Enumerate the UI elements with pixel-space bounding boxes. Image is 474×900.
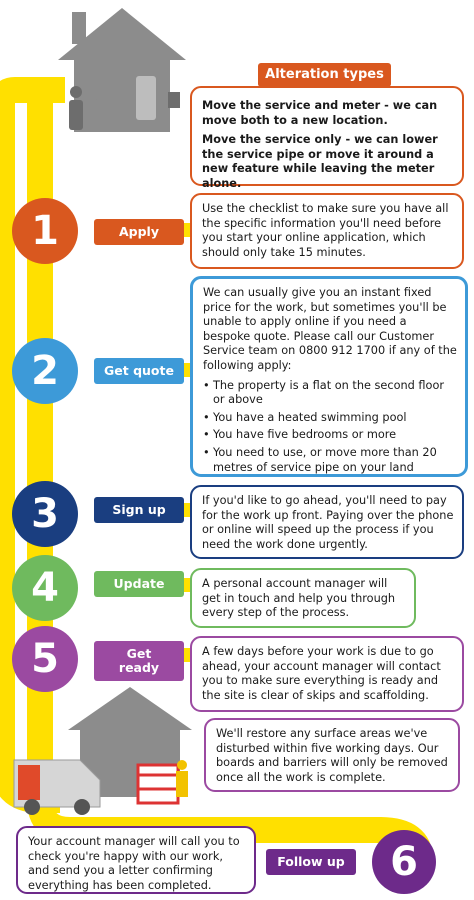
step-6-number: 6 [372,830,436,894]
step-5-label: Get ready [94,641,184,681]
step-2-label: Get quote [94,358,184,384]
step-1-label: Apply [94,219,184,245]
list-item: You have a heated swimming pool [203,411,457,426]
step-5-number: 5 [12,626,78,692]
works-illustration [13,687,192,815]
step-4-label: Update [94,571,184,597]
step-6-box: Your account manager will call you to ch… [16,826,256,894]
step-5-text: A few days before your work is due to go… [202,645,441,702]
step-3-number: 3 [12,481,78,547]
alteration-types-box: Move the service and meter - we can move… [190,86,464,190]
step-3-text: If you'd like to go ahead, you'll need t… [202,494,454,551]
step-6-label: Follow up [266,849,356,875]
step-3-label: Sign up [94,497,184,523]
list-item: You have five bedrooms or more [203,428,457,443]
alteration-item-2: Move the service only - we can lower the… [202,133,438,190]
step-3-box: If you'd like to go ahead, you'll need t… [190,485,464,559]
restore-note-box: We'll restore any surface areas we've di… [204,718,460,792]
step-2-number: 2 [12,338,78,404]
alteration-item-1: Move the service and meter - we can move… [202,99,438,127]
step-6-text: Your account manager will call you to ch… [28,835,240,892]
step-4-text: A personal account manager will get in t… [202,577,396,620]
step-1-number: 1 [12,198,78,264]
step-2-bullet-list: The property is a flat on the second flo… [203,379,457,476]
restore-note-text: We'll restore any surface areas we've di… [216,727,448,784]
step-2-text: We can usually give you an instant fixed… [203,286,457,372]
alteration-types-title: Alteration types [258,63,391,87]
step-1-box: Use the checklist to make sure you have … [190,193,464,269]
step-5-box: A few days before your work is due to go… [190,636,464,712]
step-2-box: We can usually give you an instant fixed… [190,276,468,477]
list-item: The property is a flat on the second flo… [203,379,457,408]
step-4-box: A personal account manager will get in t… [190,568,416,628]
list-item: You need to use, or move more than 20 me… [203,446,457,475]
step-4-number: 4 [12,555,78,621]
step-1-text: Use the checklist to make sure you have … [202,202,449,259]
house-illustration [58,8,186,132]
